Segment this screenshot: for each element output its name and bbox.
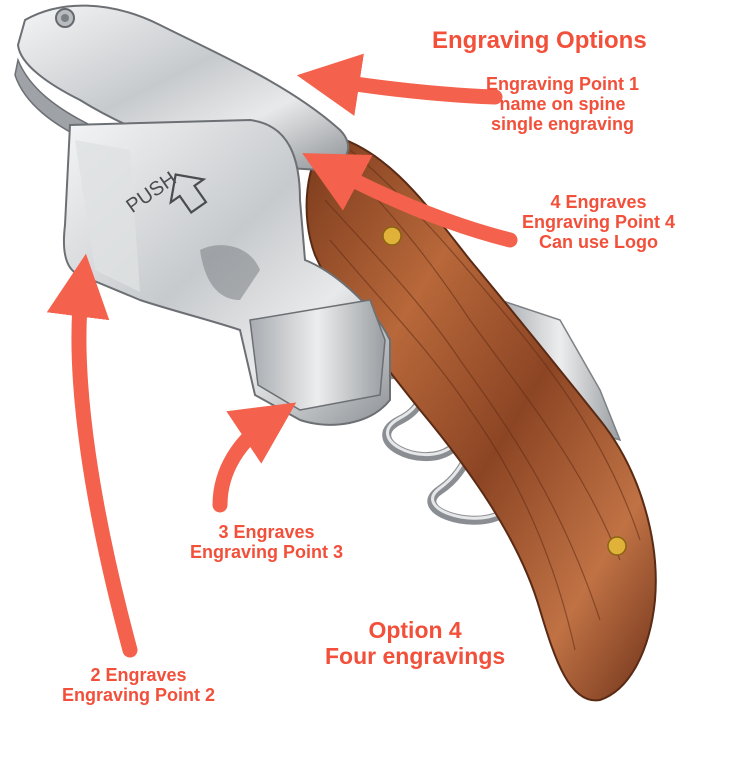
label-line: name on spine bbox=[499, 94, 626, 115]
annotation-arrows bbox=[46, 53, 518, 658]
arrow-point-4 bbox=[302, 153, 518, 248]
label-line: Engraving Point 2 bbox=[62, 685, 216, 706]
arrow-point-2 bbox=[46, 253, 138, 658]
label-line: Four engravings bbox=[325, 642, 506, 669]
label-line: 3 Engraves bbox=[218, 522, 315, 542]
label-line: Option 4 bbox=[368, 617, 462, 643]
title-label: Engraving Options bbox=[432, 27, 647, 55]
engraving-point-3-label: 3 Engraves Engraving Point 3 bbox=[190, 522, 343, 562]
engraving-point-2-label: 2 Engraves Engraving Point 2 bbox=[62, 665, 215, 705]
label-line: single engraving bbox=[490, 114, 635, 135]
label-line: Can use Logo bbox=[539, 232, 659, 253]
label-line: Engraving Point 1 bbox=[486, 74, 640, 94]
arrow-point-1 bbox=[296, 53, 503, 116]
label-line: Engraving Point 4 bbox=[522, 212, 676, 233]
brass-rivet bbox=[607, 536, 627, 556]
option-label: Option 4 Four engravings bbox=[325, 617, 506, 670]
engraving-point-4-label: 4 Engraves Engraving Point 4 Can use Log… bbox=[522, 192, 675, 252]
engraving-point-1-label: Engraving Point 1 name on spine single e… bbox=[486, 74, 639, 134]
brass-rivet bbox=[382, 226, 402, 246]
label-line: 4 Engraves bbox=[550, 192, 647, 212]
arrow-point-3 bbox=[212, 402, 297, 513]
label-line: Engraving Point 3 bbox=[190, 542, 344, 563]
title-line: Engraving Options bbox=[432, 27, 647, 54]
label-line: 2 Engraves bbox=[90, 665, 187, 685]
